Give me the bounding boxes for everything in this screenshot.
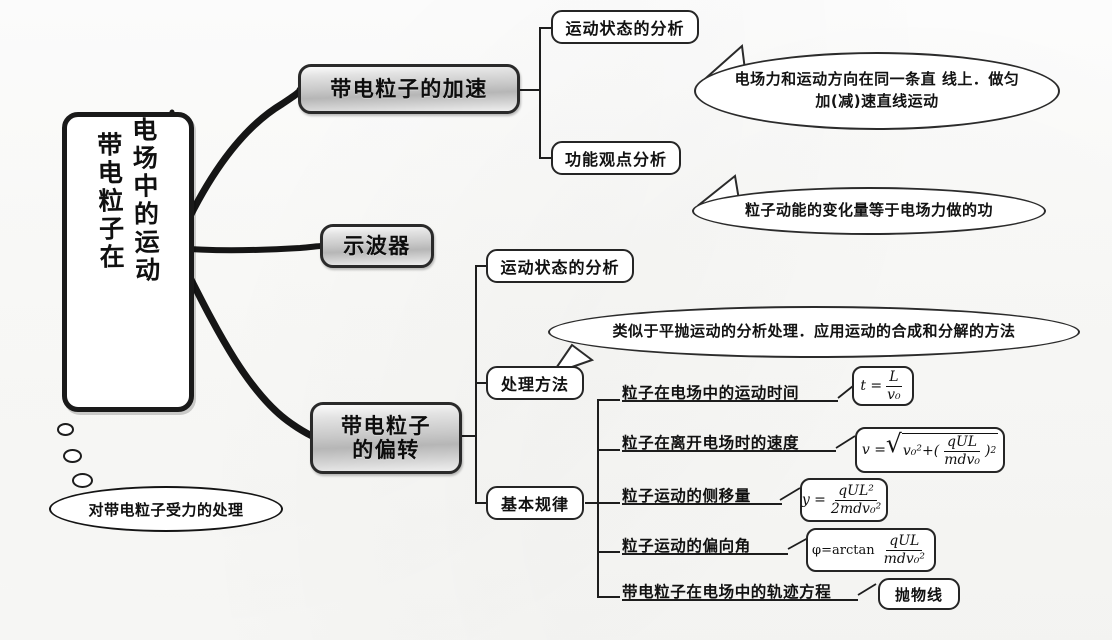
chevron-law-3 [779, 487, 801, 501]
result-node-parabola[interactable]: 抛物线 [878, 578, 960, 610]
wire-defl-to-basic-laws [475, 436, 486, 504]
chevron-law-4 [787, 537, 809, 550]
formula-exit-velocity-den: mdv₀ [944, 451, 980, 468]
bubble-defl-method-text: 类似于平抛运动的分析处理．应用运动的合成和分解的方法 [612, 322, 1016, 341]
sub-node-defl-method-label: 处理方法 [500, 375, 569, 394]
bubble-defl-method: 类似于平抛运动的分析处理．应用运动的合成和分解的方法 [548, 306, 1080, 358]
formula-lateral-shift: y = qUL² 2mdv₀² [800, 478, 888, 522]
result-node-parabola-label: 抛物线 [894, 585, 943, 604]
formula-lateral-shift-lhs: y = [801, 492, 826, 508]
sub-node-defl-basic-laws-label: 基本规律 [500, 495, 569, 514]
bubble-accel-energy-view-text: 粒子动能的变化量等于电场力做的功 [744, 201, 993, 220]
bubble-accel-motion-state: 电场力和运动方向在同一条直 线上．做匀加(减)速直线运动 [694, 52, 1060, 130]
wire-accel-to-motion-state [539, 27, 551, 90]
law-leaf-exit-velocity[interactable]: 粒子在离开电场时的速度 [622, 434, 836, 452]
central-node-line2: 带电粒子在 [93, 131, 126, 272]
sub-node-defl-motion-state[interactable]: 运动状态的分析 [486, 249, 634, 283]
formula-time: t = L v₀ [852, 366, 914, 406]
law-leaf-trajectory-label: 带电粒子在电场中的轨迹方程 [622, 582, 832, 601]
law-leaf-exit-velocity-label: 粒子在离开电场时的速度 [622, 433, 800, 452]
formula-time-num: L [886, 370, 902, 387]
chevron-law-1 [837, 385, 854, 399]
paren-close: ) [984, 443, 991, 459]
formula-exit-velocity-num: qUL [944, 435, 981, 452]
formula-exit-velocity-radicand: v₀²+ [902, 443, 934, 459]
wire-law-2 [597, 449, 620, 503]
central-node-line1: 电场中的运动 [128, 116, 161, 285]
thought-dot-1 [57, 423, 74, 436]
branch-label-deflection-line1: 带电粒子 [341, 413, 431, 438]
formula-lateral-shift-num: qUL² [835, 484, 877, 501]
formula-deflection-angle: φ=arctan qUL mdv₀² [806, 528, 936, 572]
trunk-to-deflection [172, 246, 316, 440]
formula-time-lhs: t = [860, 378, 883, 394]
sub-node-defl-method[interactable]: 处理方法 [486, 366, 584, 400]
wire-law-1 [597, 399, 620, 503]
thought-dot-3 [72, 473, 93, 488]
paren-open: ( [933, 443, 940, 459]
sub-node-accel-motion-state[interactable]: 运动状态的分析 [551, 10, 699, 44]
sub-node-accel-energy-view[interactable]: 功能观点分析 [551, 141, 681, 175]
formula-exit-velocity-exp: 2 [990, 446, 997, 456]
wire-accel-to-energy-view [539, 90, 551, 159]
branch-label-acceleration: 带电粒子的加速 [330, 76, 488, 101]
branch-label-deflection-line2: 的偏转 [352, 438, 420, 462]
note-oval[interactable]: 对带电粒子受力的处理 [49, 486, 283, 532]
sub-node-defl-basic-laws[interactable]: 基本规律 [486, 486, 584, 520]
note-oval-label: 对带电粒子受力的处理 [88, 500, 244, 519]
branch-label-oscilloscope: 示波器 [343, 233, 411, 258]
law-leaf-time-label: 粒子在电场中的运动时间 [622, 383, 800, 402]
sub-node-accel-motion-state-label: 运动状态的分析 [565, 19, 685, 38]
branch-node-oscilloscope[interactable]: 示波器 [320, 224, 434, 268]
formula-time-den: v₀ [887, 386, 901, 403]
trunk-to-oscilloscope [173, 243, 325, 254]
branch-node-acceleration[interactable]: 带电粒子的加速 [298, 64, 520, 114]
sub-node-defl-motion-state-label: 运动状态的分析 [500, 258, 620, 277]
sub-node-accel-energy-view-label: 功能观点分析 [564, 150, 667, 169]
law-leaf-deflection-angle[interactable]: 粒子运动的偏向角 [622, 537, 788, 555]
law-leaf-lateral-shift-label: 粒子运动的侧移量 [622, 486, 751, 505]
thought-dot-2 [63, 449, 82, 463]
formula-deflection-angle-num: qUL [886, 534, 923, 551]
chevron-law-5 [857, 583, 877, 596]
law-leaf-lateral-shift[interactable]: 粒子运动的侧移量 [622, 487, 782, 505]
wire-law-5 [597, 503, 620, 598]
bubble-accel-motion-state-text: 电场力和运动方向在同一条直 线上．做匀加(减)速直线运动 [734, 70, 1020, 110]
formula-exit-velocity: v = √ v₀²+ ( qUL mdv₀ ) 2 [855, 427, 1005, 473]
wire-defl-to-method [475, 382, 486, 436]
law-leaf-trajectory[interactable]: 带电粒子在电场中的轨迹方程 [622, 583, 858, 601]
formula-exit-velocity-lhs: v = [861, 442, 886, 458]
radical-icon: √ [885, 429, 902, 459]
formula-deflection-angle-den: mdv₀² [883, 550, 925, 567]
central-node[interactable]: 电场中的运动 带电粒子在 [62, 112, 194, 412]
trunk-to-acceleration [172, 86, 304, 250]
wire-defl-to-motion-state [475, 265, 486, 436]
wire-law-4 [597, 503, 620, 553]
branch-node-deflection[interactable]: 带电粒子 的偏转 [310, 402, 462, 474]
law-leaf-deflection-angle-label: 粒子运动的偏向角 [622, 536, 751, 555]
chevron-law-2 [835, 435, 856, 449]
bubble-accel-energy-view: 粒子动能的变化量等于电场力做的功 [692, 187, 1046, 235]
law-leaf-time[interactable]: 粒子在电场中的运动时间 [622, 384, 838, 402]
formula-deflection-angle-lhs: φ=arctan [812, 542, 875, 558]
formula-lateral-shift-den: 2mdv₀² [830, 500, 882, 517]
